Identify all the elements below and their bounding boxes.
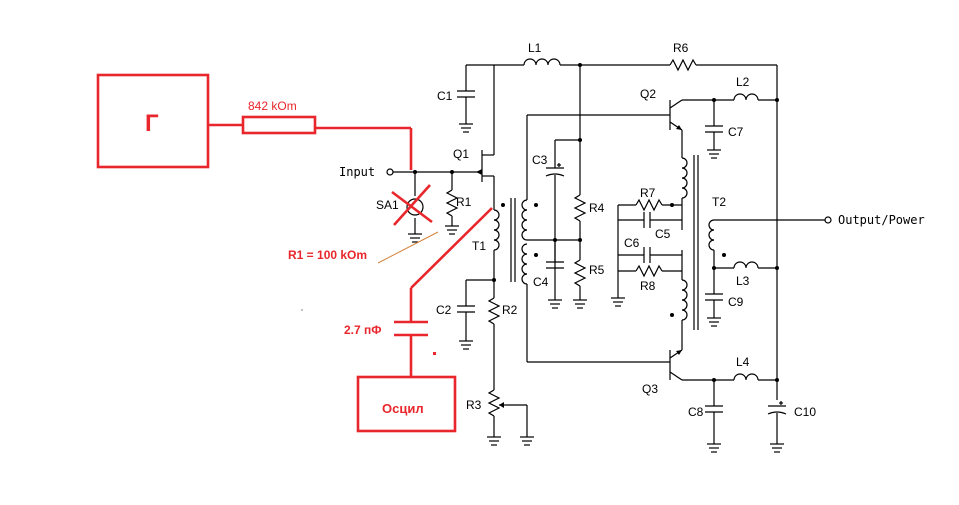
inductor-l4 — [733, 373, 759, 381]
resistor-r1 — [445, 189, 459, 217]
label-c6: C6 — [624, 236, 640, 250]
label-output: Output/Power — [838, 213, 925, 227]
capacitor-value: 2.7 пФ — [344, 323, 382, 337]
label-r4: R4 — [589, 201, 605, 215]
label-c2: C2 — [436, 303, 452, 317]
label-c9: C9 — [728, 295, 744, 309]
label-r2: R2 — [502, 303, 518, 317]
label-q3: Q3 — [642, 382, 658, 396]
label-l2: L2 — [736, 75, 750, 89]
label-c5: C5 — [655, 227, 671, 241]
probe-line — [410, 207, 493, 289]
label-sa1: SA1 — [376, 198, 399, 212]
component-labels: L1 R6 L2 C1 Q2 C7 Q1 C3 Input R1 SA1 R7 … — [339, 41, 925, 419]
circuit — [386, 58, 832, 453]
label-c10: C10 — [794, 405, 816, 419]
resistor-r4 — [573, 194, 587, 222]
label-c4: C4 — [533, 275, 549, 289]
label-t2: T2 — [712, 195, 726, 209]
added-resistor — [241, 115, 317, 135]
generator-label: Г — [145, 110, 159, 137]
inductor-l2 — [733, 93, 759, 101]
inductor-l3 — [733, 261, 759, 269]
inductor-l1 — [523, 58, 561, 66]
oscilloscope-box — [356, 375, 457, 433]
label-input: Input — [339, 165, 375, 179]
resistor-r5 — [573, 259, 587, 287]
resistor-r2 — [487, 297, 501, 325]
cross-out-mark — [391, 190, 433, 224]
label-r7: R7 — [640, 186, 656, 200]
label-l3: L3 — [736, 274, 750, 288]
label-r6: R6 — [673, 41, 689, 55]
label-l4: L4 — [736, 355, 750, 369]
label-q2: Q2 — [640, 87, 656, 101]
label-c1: C1 — [437, 89, 453, 103]
resistor-r7 — [635, 198, 663, 212]
r1-value: R1 = 100 kOm — [288, 248, 367, 262]
label-l1: L1 — [528, 41, 542, 55]
scope-label: Осцил — [382, 401, 424, 416]
switch-sa1 — [406, 198, 424, 216]
generator-box — [96, 73, 210, 169]
r1-pointer — [377, 231, 439, 264]
resistor-r6 — [669, 58, 697, 72]
transformer-t2 — [681, 157, 688, 199]
resistor-value: 842 kOm — [248, 99, 297, 113]
label-c8: C8 — [688, 405, 704, 419]
label-c7: C7 — [728, 125, 744, 139]
red-annotations: Г 842 kOm R1 = 100 kOm 2.7 пФ Осцил — [96, 73, 493, 433]
resistor-r8 — [635, 264, 663, 278]
label-t1: T1 — [472, 239, 486, 253]
label-r3: R3 — [466, 398, 482, 412]
label-c3: C3 — [532, 153, 548, 167]
label-r8: R8 — [640, 279, 656, 293]
potentiometer-r3 — [487, 389, 501, 417]
label-r1: R1 — [456, 195, 472, 209]
label-q1: Q1 — [453, 147, 469, 161]
label-r5: R5 — [589, 263, 605, 277]
transformer-t1 — [493, 209, 500, 251]
